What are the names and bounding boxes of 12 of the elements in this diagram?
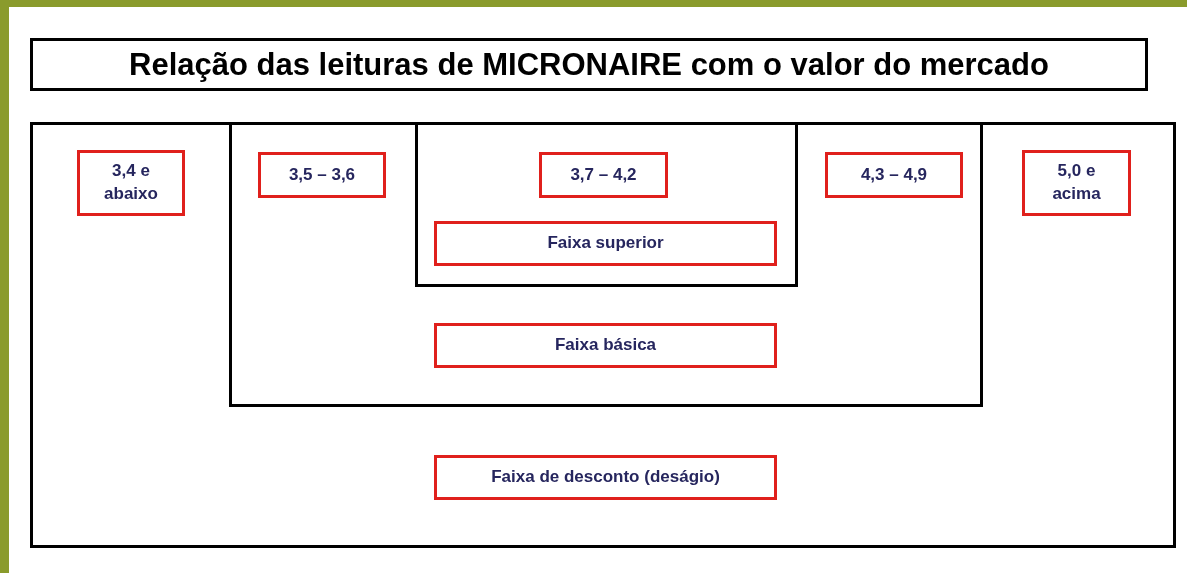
nested-frame [415, 122, 798, 287]
band-label: Faixa superior [434, 221, 777, 266]
range-label: 3,5 – 3,6 [258, 152, 386, 198]
band-label: Faixa de desconto (deságio) [434, 455, 777, 500]
title-box: Relação das leituras de MICRONAIRE com o valor do mercado [30, 38, 1148, 91]
range-label: 3,4 e abaixo [77, 150, 185, 216]
nested-frame [30, 122, 1176, 548]
range-label: 5,0 e acima [1022, 150, 1131, 216]
nested-frame [229, 122, 983, 407]
range-label: 4,3 – 4,9 [825, 152, 963, 198]
band-label: Faixa básica [434, 323, 777, 368]
range-label: 3,7 – 4,2 [539, 152, 668, 198]
